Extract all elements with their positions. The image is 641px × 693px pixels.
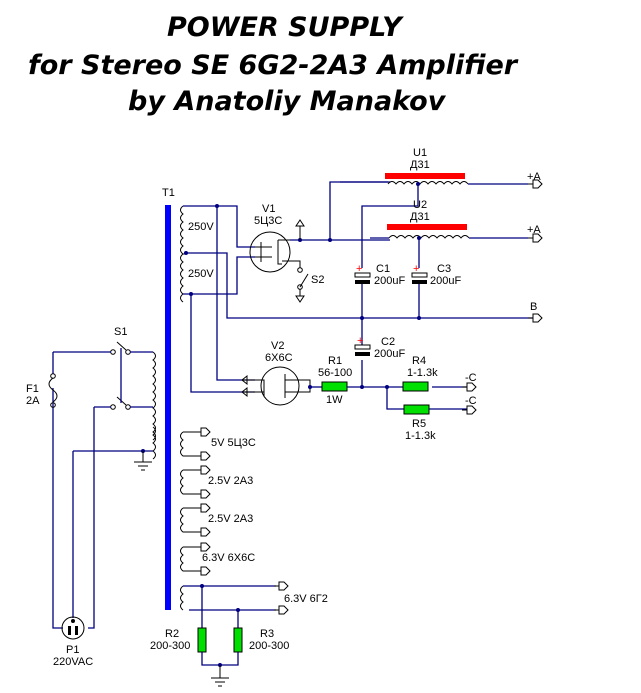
transformer-core xyxy=(165,205,171,610)
s2-label: S2 xyxy=(311,274,324,286)
svg-text:+: + xyxy=(356,263,362,275)
svg-text:-C: -C xyxy=(465,372,477,384)
output-b: B xyxy=(528,301,543,323)
shield-winding xyxy=(152,426,156,460)
svg-text:R3: R3 xyxy=(260,628,274,640)
svg-text:C2: C2 xyxy=(381,336,395,348)
output-minus-c-2: -C xyxy=(462,395,477,415)
svg-text:6.3V 6Г2: 6.3V 6Г2 xyxy=(284,593,328,605)
svg-text:200uF: 200uF xyxy=(430,275,461,287)
plug-p1: P1 220VAC xyxy=(53,616,93,668)
svg-text:200uF: 200uF xyxy=(374,275,405,287)
svg-text:S1: S1 xyxy=(114,326,127,338)
tube-v2: V2 6Х6С xyxy=(241,340,311,406)
svg-text:+A: +A xyxy=(527,224,541,236)
filament-winding-3: 2.5V 2A3 xyxy=(180,503,253,537)
svg-text:200-300: 200-300 xyxy=(150,640,190,652)
svg-text:V2: V2 xyxy=(271,340,284,352)
svg-text:5V 5Ц3С: 5V 5Ц3С xyxy=(211,437,256,449)
capacitor-c1: + C1 200uF xyxy=(354,263,405,318)
svg-text:+: + xyxy=(357,335,363,347)
resistor-r4: R4 1-1.3k xyxy=(402,355,438,392)
output-plus-a-2: +A xyxy=(527,224,543,243)
filament-winding-5: 6.3V 6Г2 xyxy=(180,581,328,615)
svg-text:200-300: 200-300 xyxy=(249,640,289,652)
svg-text:6.3V 6X6C: 6.3V 6X6C xyxy=(202,552,255,564)
svg-text:1-1.3k: 1-1.3k xyxy=(405,430,436,442)
title-line-1: POWER SUPPLY xyxy=(167,12,402,43)
primary-winding xyxy=(152,351,156,441)
svg-text:F1: F1 xyxy=(26,383,39,395)
svg-text:+: + xyxy=(413,263,419,275)
capacitor-c3: + C3 200uF xyxy=(411,263,461,318)
svg-text:1W: 1W xyxy=(326,394,343,406)
svg-text:R2: R2 xyxy=(165,628,179,640)
switch-s2: S2 xyxy=(282,260,324,303)
ground-symbol-1 xyxy=(134,451,152,471)
hv-winding-2-label: 250V xyxy=(188,268,214,280)
svg-text:2.5V 2A3: 2.5V 2A3 xyxy=(208,513,253,525)
u1-ref: U1 xyxy=(413,147,427,159)
svg-text:C3: C3 xyxy=(437,263,451,275)
svg-text:56-100: 56-100 xyxy=(318,367,352,379)
v1-type: 5Ц3С xyxy=(254,215,282,227)
svg-text:2.5V 2A3: 2.5V 2A3 xyxy=(208,475,253,487)
switch-s1: S1 xyxy=(110,326,131,410)
resistor-r3: R3 200-300 xyxy=(233,627,289,653)
v1-ref: V1 xyxy=(262,203,275,215)
u1-core xyxy=(385,173,465,179)
u2-type: Д31 xyxy=(410,211,430,223)
tube-v1: V1 5Ц3С xyxy=(249,203,291,273)
u2-ref: U2 xyxy=(413,199,427,211)
svg-text:C1: C1 xyxy=(376,263,390,275)
svg-text:R1: R1 xyxy=(328,355,342,367)
transformer-t1: T1 250V 250V xyxy=(152,187,214,610)
svg-text:220VAC: 220VAC xyxy=(53,656,93,668)
svg-text:P1: P1 xyxy=(66,644,79,656)
choke-u2: U2 Д31 xyxy=(387,199,470,239)
output-plus-a-1: +A xyxy=(527,171,543,189)
u1-type: Д31 xyxy=(410,159,430,171)
filament-winding-2: 2.5V 2A3 xyxy=(180,465,253,499)
t1-label: T1 xyxy=(162,187,175,199)
ground-symbol-2 xyxy=(211,665,229,687)
resistor-r2: R2 200-300 xyxy=(150,627,207,653)
svg-text:R5: R5 xyxy=(412,418,426,430)
title-line-3: by Anatoliy Manakov xyxy=(128,86,446,117)
svg-text:2A: 2A xyxy=(26,395,40,407)
capacitor-c2: + C2 200uF xyxy=(354,318,405,387)
svg-text:R4: R4 xyxy=(412,355,426,367)
hv-winding-1-label: 250V xyxy=(188,221,214,233)
svg-text:-C: -C xyxy=(465,395,477,407)
resistor-r5: R5 1-1.3k xyxy=(403,404,436,442)
fuse-f1: F1 2A xyxy=(26,373,58,408)
svg-text:1-1.3k: 1-1.3k xyxy=(407,367,438,379)
svg-text:200uF: 200uF xyxy=(374,348,405,360)
u2-core xyxy=(387,224,467,230)
title-line-2: for Stereo SE 6G2-2A3 Amplifier xyxy=(28,50,518,81)
output-minus-c-1: -C xyxy=(462,372,477,392)
svg-text:6Х6С: 6Х6С xyxy=(265,352,293,364)
svg-text:B: B xyxy=(530,301,537,313)
resistor-r1: R1 56-100 1W xyxy=(318,355,352,406)
filament-winding-4: 6.3V 6X6C xyxy=(180,542,255,576)
filament-winding-1: 5V 5Ц3С xyxy=(180,427,256,461)
choke-u1: U1 Д31 xyxy=(385,147,469,185)
